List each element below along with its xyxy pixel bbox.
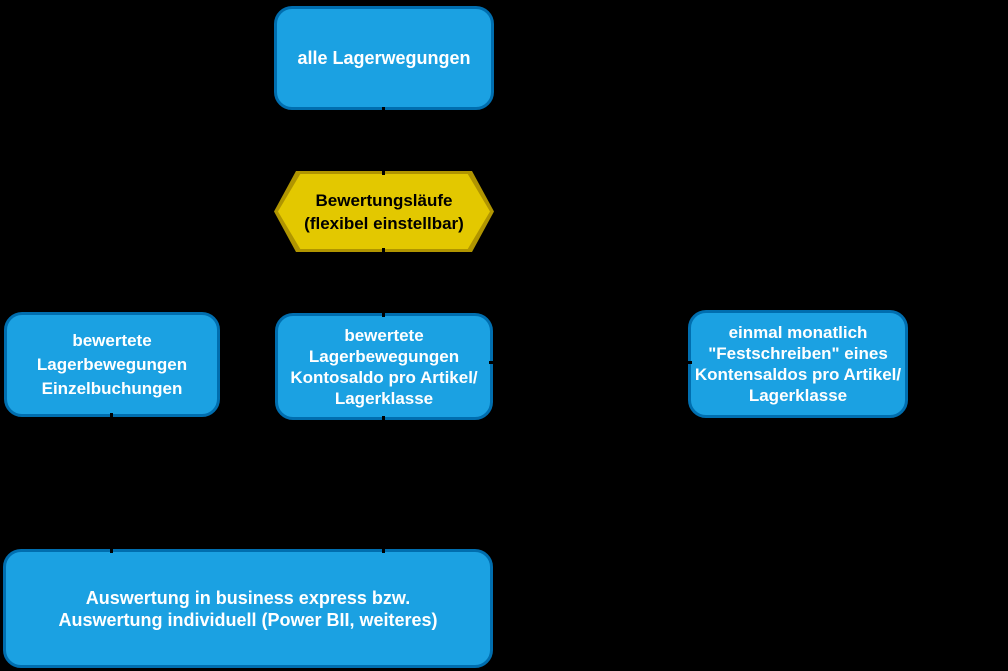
node-label-line: Kontosaldo pro Artikel/ [290, 367, 478, 387]
connector-valuation-runs-to-account-balance [382, 248, 385, 317]
connector-all-movements-to-valuation-runs [382, 107, 385, 175]
node-label-line: Auswertung individuell (Power BII, weite… [58, 609, 438, 630]
connector-account-balance-to-monthly-freeze [489, 361, 692, 364]
connector-single-bookings-to-evaluation [110, 413, 113, 553]
node-label-line: Einzelbuchungen [41, 378, 183, 398]
node-label-line: bewertete [344, 325, 424, 345]
node-label-line: Lagerklasse [334, 388, 434, 408]
node-valuation-runs-hexagon: Bewertungsläufe (flexibel einstellbar) [274, 171, 494, 252]
connector-account-balance-to-evaluation [382, 416, 385, 553]
node-label-line: Lagerbewegungen [308, 346, 460, 366]
node-label-line: Kontensaldos pro Artikel/ [694, 365, 902, 384]
node-label-line: (flexibel einstellbar) [304, 213, 464, 233]
node-label-line: "Festschreiben" eines [708, 344, 888, 363]
node-label-line: Lagerklasse [748, 386, 848, 405]
hexagon-fill [278, 174, 490, 249]
node-valued-movements-single-bookings: bewertete Lagerbewegungen Einzelbuchunge… [4, 312, 220, 417]
node-evaluation-business-express: Auswertung in business express bzw. Ausw… [3, 549, 493, 668]
node-label-line: alle Lagerwegungen [297, 48, 471, 68]
node-label-line: Lagerbewegungen [36, 354, 188, 374]
node-all-stock-movements: alle Lagerwegungen [274, 6, 494, 110]
node-label-line: Bewertungsläufe [315, 190, 453, 210]
node-monthly-freeze-balance: einmal monatlich "Festschreiben" eines K… [688, 310, 908, 418]
hexagon-label: Bewertungsläufe (flexibel einstellbar) [274, 171, 494, 252]
node-label-line: Auswertung in business express bzw. [85, 587, 411, 608]
node-valued-movements-account-balance: bewertete Lagerbewegungen Kontosaldo pro… [275, 313, 493, 420]
node-label-line: einmal monatlich [728, 323, 868, 342]
node-label-line: bewertete [72, 330, 152, 350]
